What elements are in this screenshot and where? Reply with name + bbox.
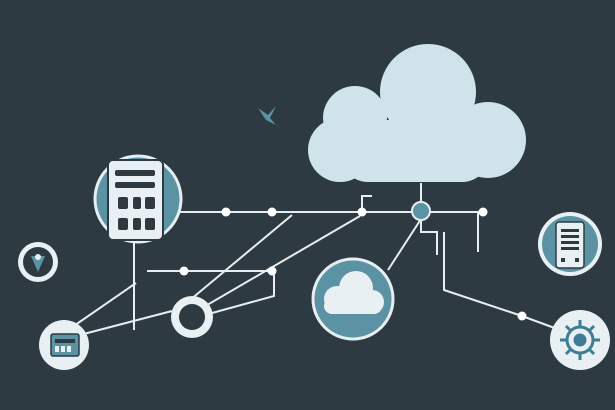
hub-ring-node <box>171 296 213 338</box>
hub-node-icon <box>411 201 431 221</box>
location-pin-icon <box>31 256 45 272</box>
settings-gear-icon <box>560 320 600 360</box>
location-pin-node <box>18 242 58 282</box>
hub-right-line <box>211 271 275 314</box>
storage-icon <box>555 221 585 269</box>
junction-dot <box>478 207 488 217</box>
server-node <box>93 154 183 244</box>
junction-dot <box>221 207 231 217</box>
junction-dot <box>267 266 277 276</box>
diagonal-line-b <box>201 215 361 309</box>
settings-node <box>550 310 610 370</box>
network-card-icon <box>50 333 80 357</box>
diagonal-line-c <box>67 282 137 331</box>
junction-dot <box>179 266 189 276</box>
step-line <box>361 195 372 212</box>
storage-node <box>538 212 602 276</box>
cloud-node-icon <box>324 271 384 314</box>
junction-dots <box>179 207 527 321</box>
bird-icon <box>258 106 276 125</box>
junction-dot <box>267 207 277 217</box>
junction-dot <box>357 207 367 217</box>
right-connector-a <box>420 219 438 255</box>
server-icon <box>107 159 164 241</box>
hub-to-card-line <box>75 310 173 337</box>
right-connector-c <box>443 232 561 331</box>
main-cloud-icon <box>308 44 526 182</box>
network-card-node <box>39 320 89 370</box>
junction-dot <box>517 311 527 321</box>
bus-to-cloud-node-line <box>387 218 422 271</box>
diagonal-line-a <box>189 214 293 301</box>
connection-lines <box>67 183 561 337</box>
cloud-node <box>311 257 395 341</box>
